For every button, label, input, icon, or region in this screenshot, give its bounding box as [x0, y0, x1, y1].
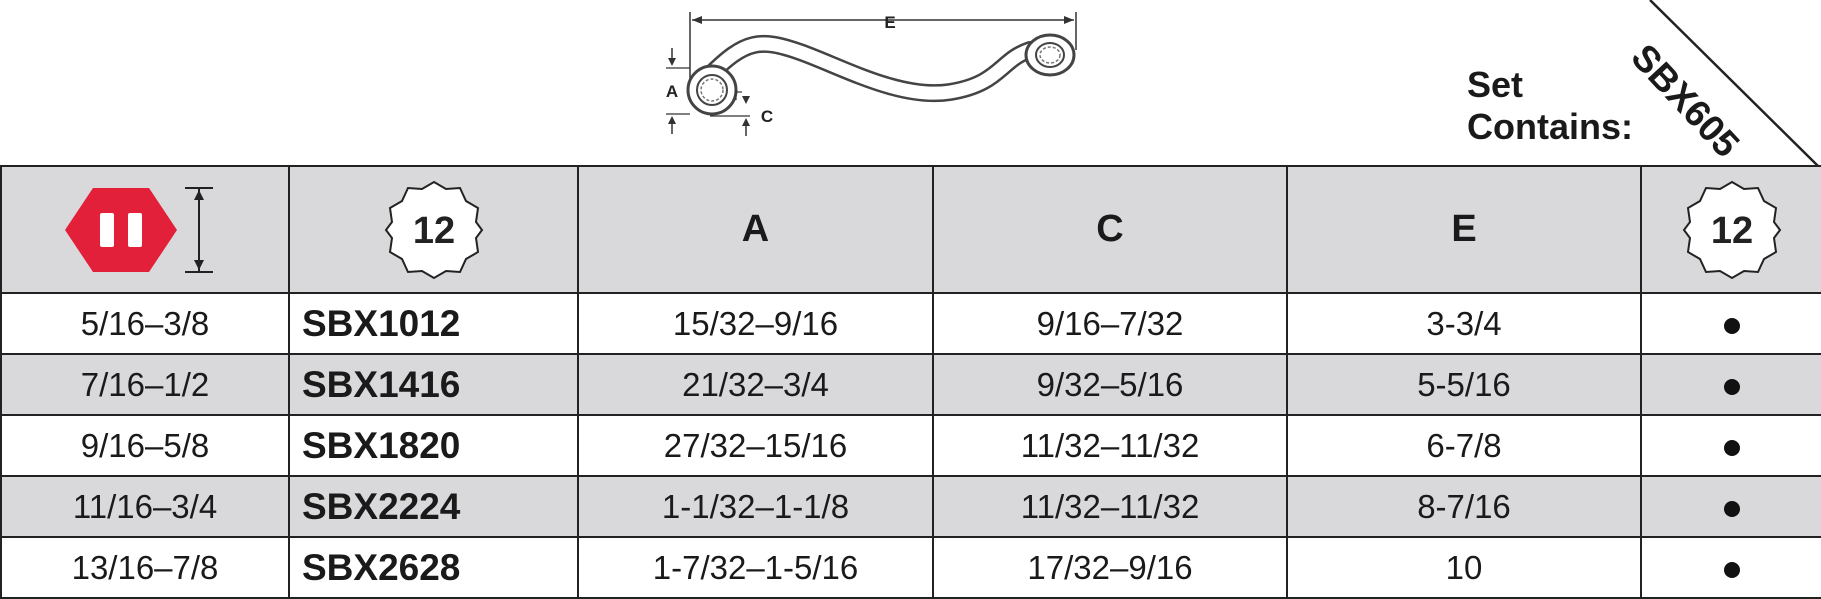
header-size	[0, 165, 290, 294]
cell-size: 13/16–7/8	[0, 536, 290, 599]
cell-size: 9/16–5/8	[0, 414, 290, 477]
cell-part-number: SBX1416	[288, 353, 579, 416]
cell-e: 10	[1286, 536, 1642, 599]
cell-part-number: SBX1012	[288, 292, 579, 355]
12-point-icon: 12	[384, 180, 483, 279]
header-c: C	[932, 165, 1288, 294]
dim-c-label: C	[761, 107, 773, 126]
cell-part-number: SBX2224	[288, 475, 579, 538]
cell-a: 21/32–3/4	[577, 353, 934, 416]
cell-a: 1-1/32–1-1/8	[577, 475, 934, 538]
points-label: 12	[412, 210, 454, 252]
cell-e: 3-3/4	[1286, 292, 1642, 355]
table-row: 7/16–1/2 SBX1416 21/32–3/4 9/32–5/16 5-5…	[0, 353, 1821, 416]
spec-table: 12 A C E 12 5/16–3/8 SBX1012 15/32–9/16 …	[0, 165, 1821, 599]
double-hex-size-icon	[65, 186, 213, 273]
included-dot-icon	[1723, 378, 1740, 395]
cell-e: 5-5/16	[1286, 353, 1642, 416]
table-row: 11/16–3/4 SBX2224 1-1/32–1-1/8 11/32–11/…	[0, 475, 1821, 538]
set-points-label: 12	[1710, 210, 1752, 252]
cell-in-set	[1640, 353, 1821, 416]
set-corner-divider	[1649, 0, 1819, 167]
cell-part-number: SBX1820	[288, 414, 579, 477]
header-a: A	[577, 165, 934, 294]
header-e: E	[1286, 165, 1642, 294]
cell-c: 11/32–11/32	[932, 414, 1288, 477]
cell-in-set	[1640, 414, 1821, 477]
cell-part-number: SBX2628	[288, 536, 579, 599]
cell-in-set	[1640, 292, 1821, 355]
cell-a: 15/32–9/16	[577, 292, 934, 355]
included-dot-icon	[1723, 439, 1740, 456]
header-points: 12	[288, 165, 579, 294]
included-dot-icon	[1723, 500, 1740, 517]
cell-size: 7/16–1/2	[0, 353, 290, 416]
dim-e-label: E	[884, 13, 895, 32]
cell-e: 6-7/8	[1286, 414, 1642, 477]
cell-c: 9/16–7/32	[932, 292, 1288, 355]
header-set-points: 12	[1640, 165, 1821, 294]
table-row: 9/16–5/8 SBX1820 27/32–15/16 11/32–11/32…	[0, 414, 1821, 477]
table-row: 13/16–7/8 SBX2628 1-7/32–1-5/16 17/32–9/…	[0, 536, 1821, 599]
dim-a-label: A	[666, 82, 678, 101]
cell-a: 27/32–15/16	[577, 414, 934, 477]
table-header-row: 12 A C E 12	[0, 165, 1821, 294]
included-dot-icon	[1723, 317, 1740, 334]
12-point-icon: 12	[1682, 180, 1781, 279]
cell-a: 1-7/32–1-5/16	[577, 536, 934, 599]
included-dot-icon	[1723, 561, 1740, 578]
table-row: 5/16–3/8 SBX1012 15/32–9/16 9/16–7/32 3-…	[0, 292, 1821, 355]
cell-size: 5/16–3/8	[0, 292, 290, 355]
set-label-line2: Contains:	[1467, 106, 1633, 147]
cell-c: 11/32–11/32	[932, 475, 1288, 538]
wrench-dimension-diagram: E A C	[666, 12, 1077, 136]
cell-c: 17/32–9/16	[932, 536, 1288, 599]
set-label-line1: Set	[1467, 64, 1524, 105]
cell-size: 11/16–3/4	[0, 475, 290, 538]
cell-in-set	[1640, 536, 1821, 599]
cell-e: 8-7/16	[1286, 475, 1642, 538]
cell-in-set	[1640, 475, 1821, 538]
set-contains-label: Set Contains:	[1467, 64, 1633, 148]
cell-c: 9/32–5/16	[932, 353, 1288, 416]
